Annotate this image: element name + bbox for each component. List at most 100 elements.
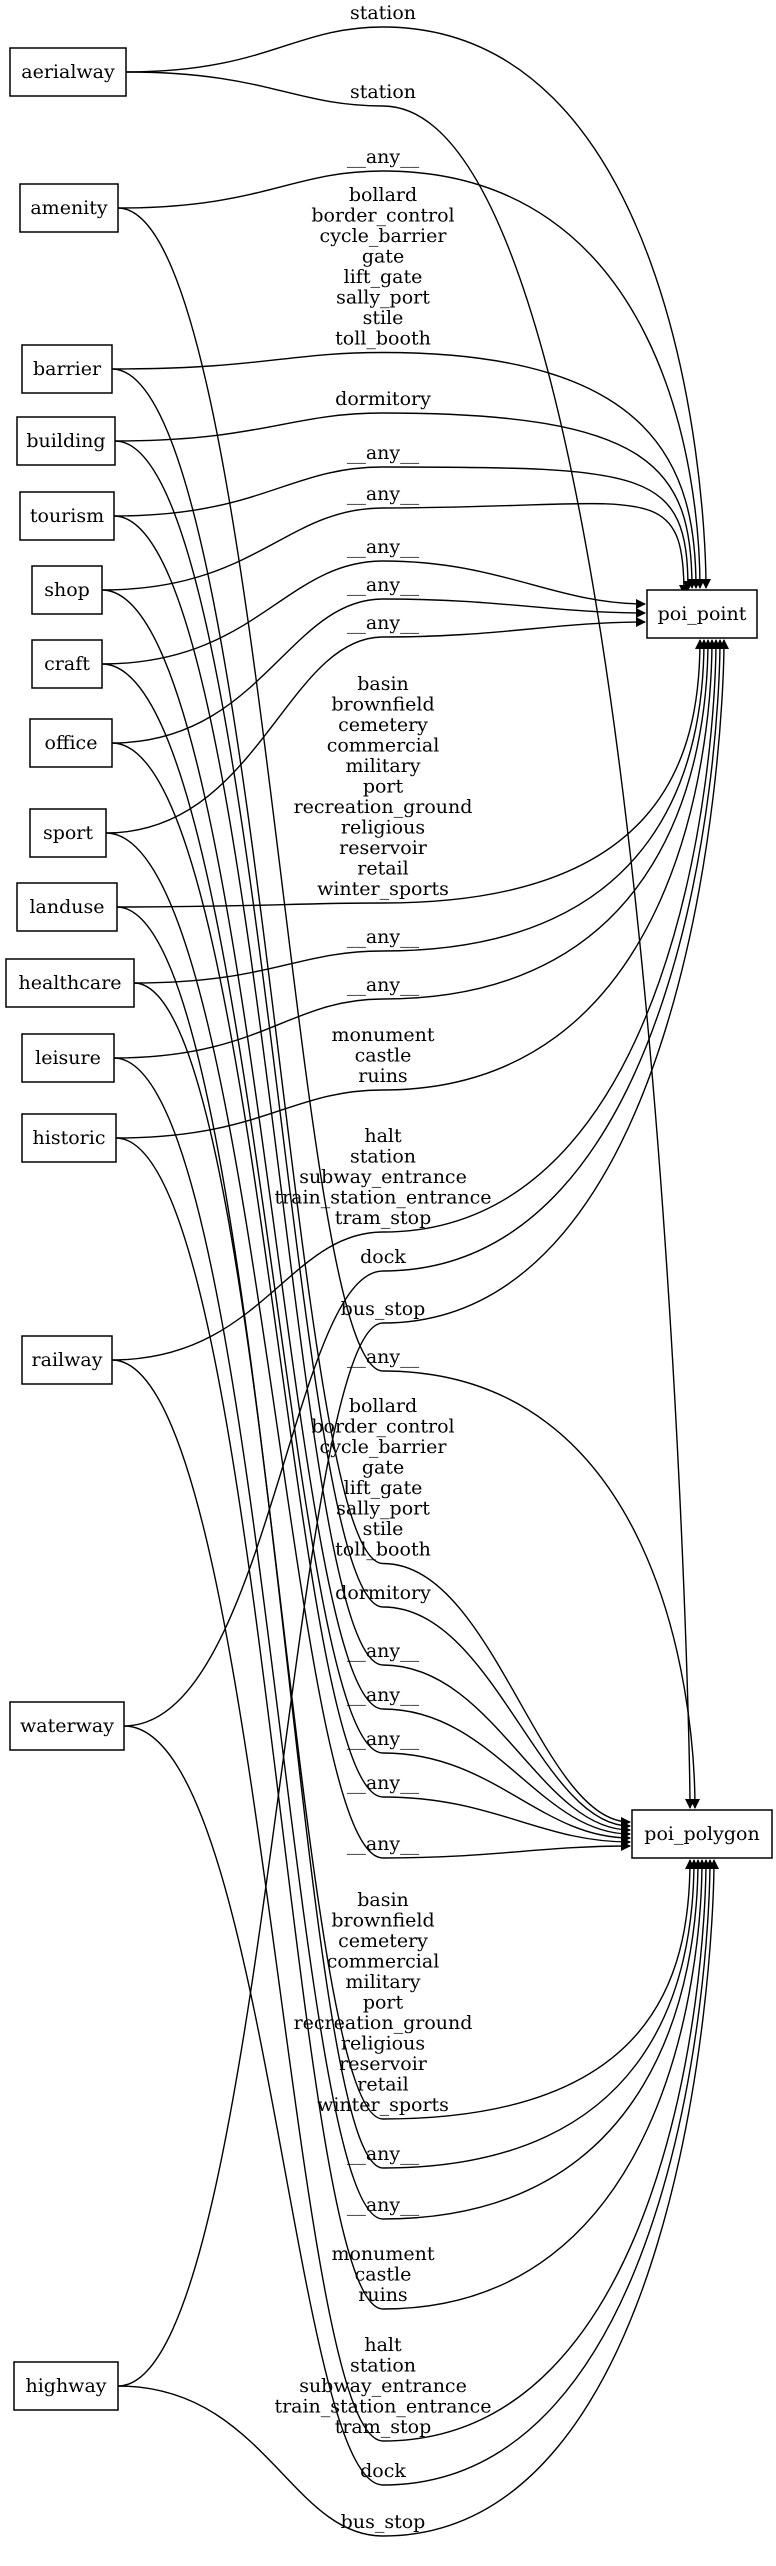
node-railway[interactable]: railway xyxy=(21,1335,113,1385)
edge-label-line: station xyxy=(350,81,416,103)
edge-craft-to-poi_polygon xyxy=(101,663,631,1843)
edge-office-to-poi_polygon xyxy=(111,742,631,1847)
edge-label-line: reservoir xyxy=(339,837,428,859)
node-label: sport xyxy=(43,822,93,844)
node-barrier[interactable]: barrier xyxy=(21,344,113,394)
edge-shop-to-poi_polygon xyxy=(101,589,631,1839)
node-highway[interactable]: highway xyxy=(13,2361,119,2411)
edge-label-line: sally_port xyxy=(336,1498,430,1520)
edge-label-line: __any__ xyxy=(347,2143,420,2165)
edges xyxy=(101,26,729,2537)
edge-label-line: cemetery xyxy=(338,714,428,736)
node-label: poi_point xyxy=(658,603,747,625)
edge-label-line: __any__ xyxy=(347,926,420,948)
node-box xyxy=(31,565,103,615)
edge-label-aerialway_polygon: station xyxy=(350,81,416,103)
edge-waterway-to-poi_point xyxy=(123,639,725,1727)
node-box xyxy=(5,958,135,1008)
node-label: tourism xyxy=(30,505,104,527)
node-craft[interactable]: craft xyxy=(31,639,103,689)
node-box xyxy=(631,1809,773,1859)
edge-label-line: __any__ xyxy=(347,1640,420,1662)
node-label: waterway xyxy=(20,1715,114,1737)
node-building[interactable]: building xyxy=(16,416,116,466)
edge-sport-to-poi_point xyxy=(105,617,646,834)
edge-label-building_polygon: dormitory xyxy=(335,1582,431,1604)
edge-label-waterway_polygon: dock xyxy=(360,2460,406,2482)
edge-office-to-poi_point xyxy=(111,598,646,744)
edge-label-shop_point: __any__ xyxy=(347,483,420,505)
node-poi-polygon[interactable]: poi_polygon xyxy=(631,1809,773,1859)
edge-label-tourism_polygon: __any__ xyxy=(347,1640,420,1662)
node-box xyxy=(9,1701,125,1751)
edge-label-barrier_point: bollardborder_controlcycle_barriergateli… xyxy=(311,184,454,350)
edge-label-line: train_station_entrance xyxy=(274,1187,491,1209)
edge-label-leisure_point: __any__ xyxy=(347,974,420,996)
node-label: amenity xyxy=(30,197,108,219)
edge-label-line: bus_stop xyxy=(341,2511,426,2533)
edge-label-sport_polygon: __any__ xyxy=(347,1833,420,1855)
edge-building-to-poi_point xyxy=(114,412,697,589)
node-box xyxy=(19,183,119,233)
node-leisure[interactable]: leisure xyxy=(21,1033,115,1083)
edge-label-line: commercial xyxy=(327,735,440,757)
edge-landuse-to-poi_polygon xyxy=(116,906,695,2120)
edge-label-shop_polygon: __any__ xyxy=(347,1684,420,1706)
edge-railway-to-poi_polygon xyxy=(111,1359,711,2442)
edge-label-line: bollard xyxy=(349,184,417,206)
edge-sport-to-poi_polygon xyxy=(105,832,631,1859)
node-shop[interactable]: shop xyxy=(31,565,103,615)
edge-label-line: lift_gate xyxy=(344,266,423,288)
node-historic[interactable]: historic xyxy=(21,1113,117,1163)
node-label: aerialway xyxy=(21,61,115,83)
edge-label-line: military xyxy=(345,755,420,777)
edge-aerialway-to-poi_polygon xyxy=(125,71,695,1809)
edge-label-line: port xyxy=(363,776,404,798)
edge-label-line: subway_entrance xyxy=(299,1166,467,1188)
edge-label-tourism_point: __any__ xyxy=(347,442,420,464)
edge-label-line: brownfield xyxy=(331,694,434,716)
edge-leisure-to-poi_point xyxy=(113,639,713,1059)
node-label: barrier xyxy=(33,358,102,380)
edge-label-line: toll_booth xyxy=(335,328,431,350)
edge-leisure-to-poi_polygon xyxy=(113,1057,703,2220)
node-sport[interactable]: sport xyxy=(29,808,107,858)
edge-label-healthcare_polygon: __any__ xyxy=(347,2143,420,2165)
edge-label-line: recreation_ground xyxy=(294,2012,473,2034)
node-box xyxy=(21,1335,113,1385)
edge-label-line: stile xyxy=(363,307,404,329)
edge-label-sport_point: __any__ xyxy=(347,612,420,634)
edge-label-line: toll_booth xyxy=(335,1539,431,1561)
node-aerialway[interactable]: aerialway xyxy=(9,47,127,97)
edge-label-line: __any__ xyxy=(347,2194,420,2216)
edge-label-office_point: __any__ xyxy=(347,574,420,596)
edge-label-healthcare_point: __any__ xyxy=(347,926,420,948)
edge-label-highway_point: bus_stop xyxy=(341,1298,426,1320)
edge-label-line: halt xyxy=(364,1125,402,1147)
node-poi-point[interactable]: poi_point xyxy=(646,589,758,639)
edge-label-line: bus_stop xyxy=(341,1298,426,1320)
edge-label-craft_point: __any__ xyxy=(347,536,420,558)
edge-label-line: cycle_barrier xyxy=(320,225,448,247)
node-office[interactable]: office xyxy=(29,718,113,768)
edge-label-line: __any__ xyxy=(347,483,420,505)
node-label: building xyxy=(26,430,105,452)
edge-highway-to-poi_polygon xyxy=(117,1859,719,2537)
node-box xyxy=(21,344,113,394)
edge-label-line: station xyxy=(350,2355,416,2377)
node-box xyxy=(21,1033,115,1083)
node-amenity[interactable]: amenity xyxy=(19,183,119,233)
node-box xyxy=(29,808,107,858)
node-box xyxy=(31,639,103,689)
node-tourism[interactable]: tourism xyxy=(19,491,115,541)
edge-label-line: __any__ xyxy=(347,1684,420,1706)
edge-label-line: __any__ xyxy=(347,1833,420,1855)
node-box xyxy=(13,2361,119,2411)
edge-label-line: __any__ xyxy=(347,612,420,634)
node-healthcare[interactable]: healthcare xyxy=(5,958,135,1008)
edge-label-line: ruins xyxy=(358,1065,407,1087)
edge-label-line: dormitory xyxy=(335,388,431,410)
node-landuse[interactable]: landuse xyxy=(16,882,118,932)
node-waterway[interactable]: waterway xyxy=(9,1701,125,1751)
